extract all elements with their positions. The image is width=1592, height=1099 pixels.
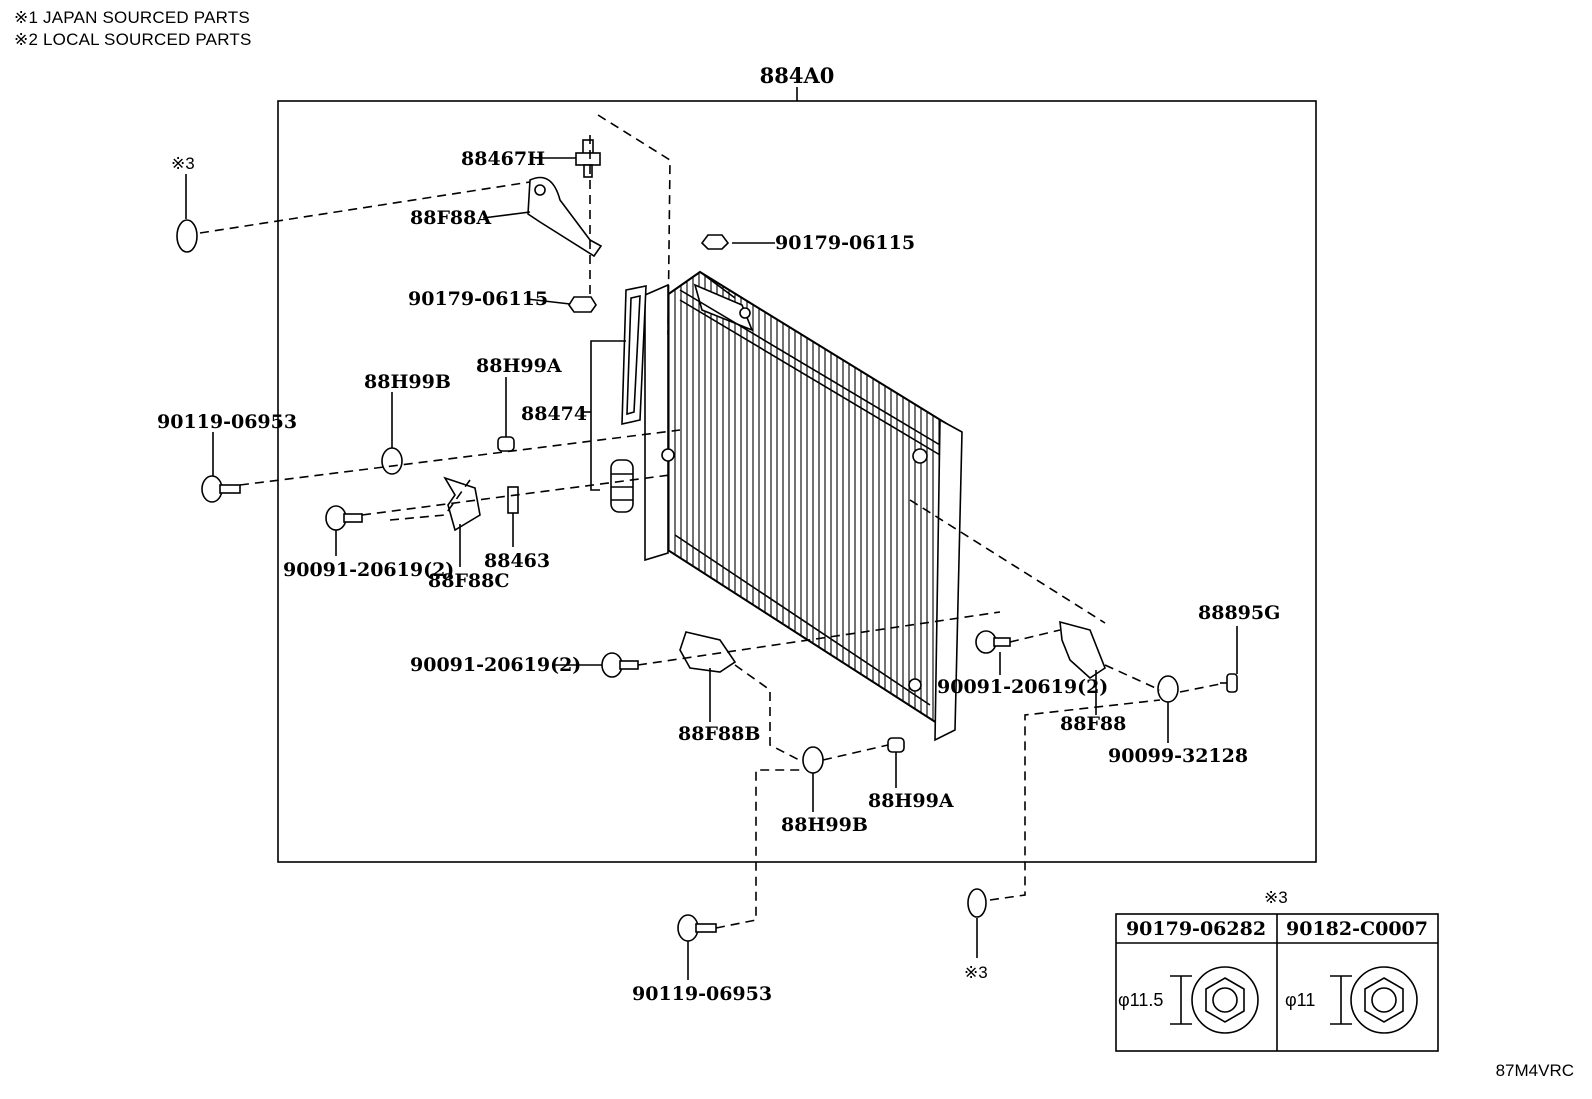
- bolt-right: [975, 630, 1011, 654]
- diagram-code: 87M4VRC: [1496, 1061, 1574, 1080]
- note-japan-sourced: ※1 JAPAN SOURCED PARTS: [14, 8, 250, 27]
- label-88F88: 88F88: [1060, 713, 1126, 735]
- label-88F88C: 88F88C: [428, 570, 510, 592]
- bracket-88F88: [1059, 620, 1106, 680]
- inset-part-2: 90182-C0007: [1286, 918, 1428, 940]
- inset-table: ※3 90179-06282 90182-C0007 φ11.5 φ11: [1115, 888, 1439, 1052]
- leader-lines: [185, 157, 1238, 980]
- label-90091-20619-right: 90091-20619(2): [937, 676, 1108, 698]
- washer-top-left: [176, 219, 198, 253]
- label-90091-20619-mid: 90091-20619(2): [410, 654, 581, 676]
- label-88463: 88463: [484, 550, 550, 572]
- bolt-left-lower: [325, 505, 363, 531]
- label-88474: 88474: [521, 403, 587, 425]
- inset-part-1: 90179-06282: [1126, 918, 1266, 940]
- clip-88895G: [1220, 673, 1238, 693]
- label-90119-06953-bottom: 90119-06953: [632, 983, 772, 1005]
- inset-ref: ※3: [1264, 888, 1288, 907]
- nut-top-left: [568, 296, 597, 313]
- label-88H99A-bottom: 88H99A: [868, 790, 954, 812]
- side-seal: [621, 285, 647, 426]
- installation-lines: [199, 114, 1221, 929]
- top-bracket: [527, 176, 603, 258]
- washer-bottom: [967, 888, 987, 918]
- ref3-top: ※3: [171, 154, 195, 173]
- condenser-core: [644, 270, 963, 742]
- rubber-seal: [610, 459, 634, 513]
- label-88H99B-top: 88H99B: [364, 371, 451, 393]
- label-88F88B: 88F88B: [678, 723, 760, 745]
- nut-top-right: [700, 234, 730, 250]
- top-mount-bolt: [575, 139, 601, 178]
- label-88467H: 88467H: [461, 148, 545, 170]
- label-88F88A: 88F88A: [410, 207, 491, 229]
- retainer-88463: [507, 486, 519, 514]
- label-90099-32128: 90099-32128: [1108, 745, 1248, 767]
- bolt-left-upper: [201, 475, 241, 503]
- label-90179-06115-left: 90179-06115: [408, 288, 548, 310]
- collar-left: [497, 436, 515, 452]
- label-88H99B-bottom: 88H99B: [781, 814, 868, 836]
- label-90119-06953-left: 90119-06953: [157, 411, 297, 433]
- label-90091-20619-left: 90091-20619(2): [283, 559, 454, 581]
- cushion-right: [1157, 675, 1179, 703]
- inset-dim-1: φ11.5: [1118, 990, 1163, 1010]
- assembly-number: 884A0: [760, 63, 835, 88]
- collar-bottom: [887, 737, 905, 753]
- label-88895G: 88895G: [1198, 602, 1280, 624]
- bracket-88F88B: [679, 631, 737, 673]
- cushion-left: [381, 447, 403, 475]
- inset-dim-2: φ11: [1285, 990, 1315, 1010]
- cushion-bottom: [802, 746, 824, 774]
- bracket-88F88C: [443, 476, 481, 532]
- bolt-mid: [601, 652, 639, 678]
- ref3-bottom: ※3: [964, 963, 988, 982]
- note-local-sourced: ※2 LOCAL SOURCED PARTS: [14, 30, 252, 49]
- label-90179-06115-top: 90179-06115: [775, 232, 915, 254]
- bracket-88474: [590, 340, 626, 491]
- label-88H99A-top: 88H99A: [476, 355, 562, 377]
- nut-90179-06282: [1191, 966, 1259, 1034]
- nut-90182-C0007: [1350, 966, 1418, 1034]
- bolt-bottom: [677, 914, 717, 942]
